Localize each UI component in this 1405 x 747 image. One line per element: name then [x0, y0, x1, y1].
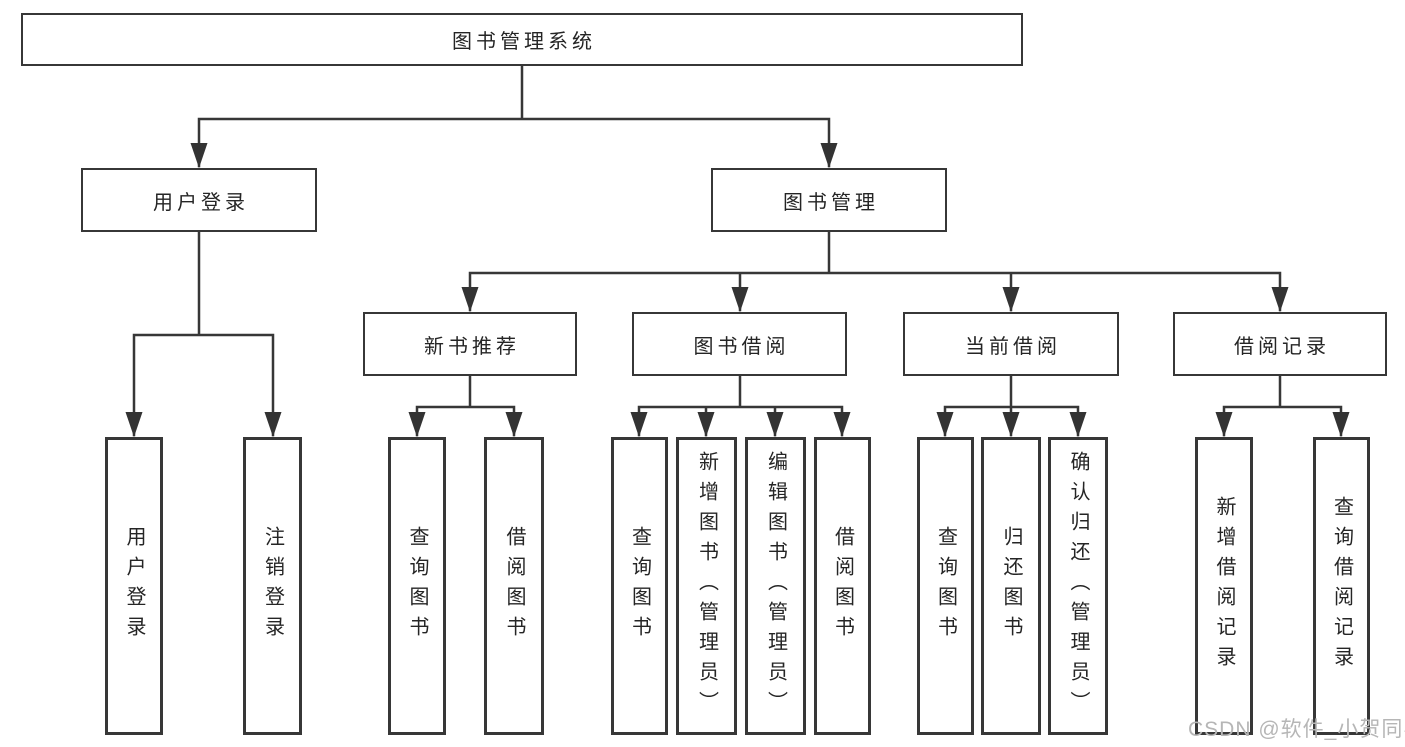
node-borrowing-records: 借阅记录	[1173, 312, 1387, 376]
arrowhead-icon	[1332, 412, 1350, 437]
node-book-management-system: 图书管理系统	[21, 13, 1023, 66]
arrowhead-icon	[1271, 287, 1289, 312]
arrowhead-icon	[630, 412, 648, 437]
node-book-management: 图书管理	[711, 168, 947, 232]
arrowhead-icon	[1002, 412, 1020, 437]
arrowhead-icon	[264, 412, 282, 437]
node-leaf-records-add-record: 新增借阅记录	[1195, 437, 1253, 735]
csdn-watermark: CSDN @软件_小贺同学	[1188, 718, 1405, 741]
node-leaf-borrow-add-books-admin: 新增图书（管理员）	[676, 437, 737, 735]
node-leaf-borrow-borrow-books: 借阅图书	[814, 437, 871, 735]
arrowhead-icon	[766, 412, 784, 437]
node-current-borrowing: 当前借阅	[903, 312, 1119, 376]
connector-userlogin-to-leaves	[125, 230, 282, 437]
node-leaf-logout: 注销登录	[243, 437, 302, 735]
node-leaf-borrow-edit-books-admin: 编辑图书（管理员）	[745, 437, 806, 735]
arrowhead-icon	[125, 412, 143, 437]
arrowhead-icon	[833, 412, 851, 437]
node-leaf-current-return-books: 归还图书	[981, 437, 1041, 735]
connector-records-to-leaves	[1215, 374, 1350, 437]
arrowhead-icon	[936, 412, 954, 437]
node-leaf-current-query-books: 查询图书	[917, 437, 974, 735]
node-leaf-newbook-borrow-books: 借阅图书	[484, 437, 544, 735]
arrowhead-icon	[1215, 412, 1233, 437]
node-leaf-current-confirm-return-admin: 确认归还（管理员）	[1048, 437, 1108, 735]
connector-root-to-level2	[190, 64, 838, 168]
arrowhead-icon	[731, 287, 749, 312]
node-book-borrowing: 图书借阅	[632, 312, 847, 376]
node-leaf-borrow-query-books: 查询图书	[611, 437, 668, 735]
connector-bookmgmt-to-level3	[461, 230, 1289, 312]
arrowhead-icon	[697, 412, 715, 437]
node-leaf-records-query-record: 查询借阅记录	[1313, 437, 1370, 735]
connector-newbook-to-leaves	[408, 374, 523, 437]
arrowhead-icon	[1002, 287, 1020, 312]
connector-bookborrow-to-leaves	[630, 374, 851, 437]
node-leaf-user-login: 用户登录	[105, 437, 163, 735]
arrowhead-icon	[190, 143, 208, 168]
arrowhead-icon	[820, 143, 838, 168]
connector-currentborrow-to-leaves	[936, 374, 1087, 437]
node-leaf-newbook-query-books: 查询图书	[388, 437, 446, 735]
node-user-login-group: 用户登录	[81, 168, 317, 232]
arrowhead-icon	[1069, 412, 1087, 437]
arrowhead-icon	[408, 412, 426, 437]
arrowhead-icon	[505, 412, 523, 437]
node-new-book-recommendation: 新书推荐	[363, 312, 577, 376]
arrowhead-icon	[461, 287, 479, 312]
